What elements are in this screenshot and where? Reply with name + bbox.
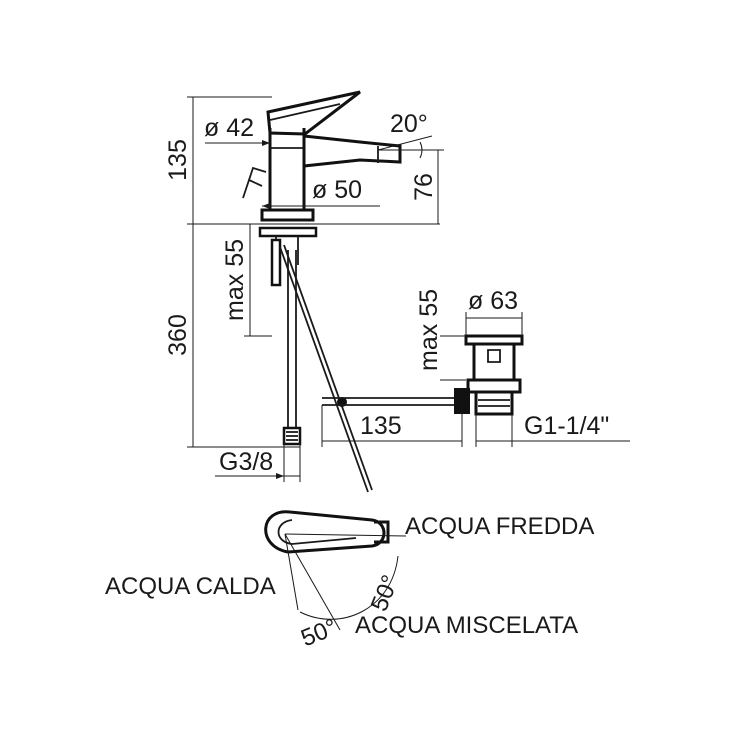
- g114-dimension: [475, 414, 630, 447]
- hot-water-label: ACQUA CALDA: [105, 573, 276, 600]
- g38-label: G3/8: [219, 448, 273, 476]
- height-below-label: 360: [164, 314, 192, 356]
- angle-cold-label: 50°: [366, 571, 405, 615]
- height-top-label: 135: [164, 139, 192, 181]
- spout-angle-mark: [377, 135, 440, 159]
- waste-assembly: [322, 334, 524, 416]
- dia-42-arrow: [205, 140, 270, 146]
- mixed-water-label: ACQUA MISCELATA: [355, 612, 578, 639]
- dia-42-label: ø 42: [204, 114, 254, 142]
- under-deck-fixing: [258, 226, 373, 493]
- g114-label: G1-1/4": [524, 412, 609, 440]
- max-55-right-label: max 55: [415, 289, 443, 371]
- cold-water-label: ACQUA FREDDA: [405, 513, 594, 540]
- max-55-right-dimension: [440, 335, 466, 381]
- spout-angle-label: 20°: [390, 110, 428, 138]
- max-55-left-dimension: [244, 224, 272, 337]
- rod-length-dimension: [321, 405, 463, 447]
- dia-63-dimension: [465, 312, 523, 336]
- vertical-dimension-lines: [187, 96, 440, 448]
- dia-63-label: ø 63: [468, 287, 518, 315]
- max-55-left-label: max 55: [221, 239, 249, 321]
- faucet-body: [242, 90, 402, 222]
- dia-50-arrow: [262, 203, 380, 209]
- spout-height-label: 76: [410, 173, 438, 201]
- handle-rotation-diagram: [264, 510, 407, 631]
- g38-dimension: [215, 440, 301, 482]
- spout-height-dimension: [400, 149, 444, 224]
- dia-50-label: ø 50: [312, 176, 362, 204]
- rod-length-label: 135: [360, 412, 402, 440]
